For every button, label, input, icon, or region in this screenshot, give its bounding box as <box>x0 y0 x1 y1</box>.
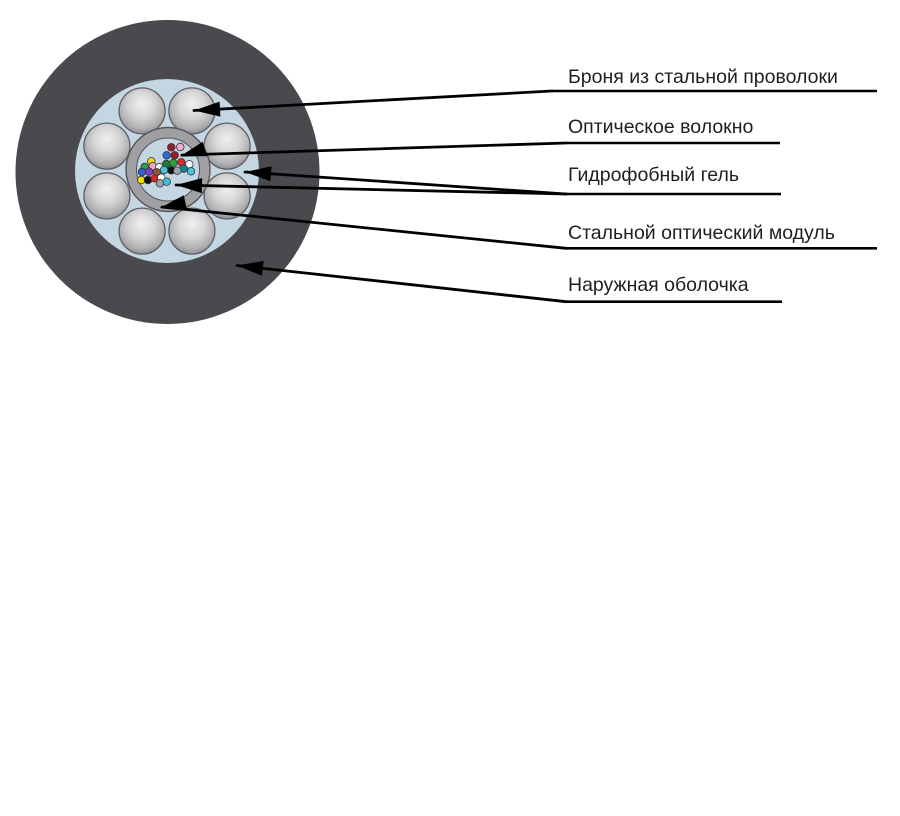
steel-wire <box>118 87 166 135</box>
steel-wire <box>168 207 216 255</box>
steel-wires <box>83 87 251 255</box>
arrowhead-armor <box>194 101 221 117</box>
fiber-dot <box>186 167 196 176</box>
steel-wire <box>118 207 166 255</box>
arrowhead-fiber <box>180 141 208 157</box>
callout-gel: Гидрофобный гель <box>174 164 781 196</box>
fiber-dot <box>167 143 176 152</box>
leader-line-sheath <box>235 264 568 304</box>
callout-module: Стальной оптический модуль <box>160 195 877 250</box>
fiber-dot <box>173 166 182 175</box>
arrowhead-gel-inner <box>176 178 203 194</box>
steel-wire <box>203 172 251 220</box>
fiber-dot <box>162 177 171 186</box>
arrowhead-module <box>160 195 187 210</box>
fiber-dot <box>162 151 171 160</box>
label-sheath: Наружная оболочка <box>568 274 749 296</box>
steel-wire <box>83 122 131 170</box>
steel-wire <box>203 122 251 170</box>
label-fiber: Оптическое волокно <box>568 116 753 138</box>
callout-sheath: Наружная оболочка <box>235 260 782 304</box>
label-gel: Гидрофобный гель <box>568 164 739 186</box>
steel-wire <box>83 172 131 220</box>
fiber-dot <box>170 151 179 160</box>
fiber-dot <box>169 158 178 168</box>
leader-line-gel-outer <box>243 170 568 196</box>
fiber-dot <box>176 142 185 152</box>
label-module: Стальной оптический модуль <box>568 222 835 244</box>
label-armor: Броня из стальной проволоки <box>568 66 838 88</box>
leader-line-gel-inner <box>174 183 568 196</box>
leader-line-fiber <box>180 141 568 157</box>
callout-armor: Броня из стальной проволоки <box>192 66 877 117</box>
arrowhead-gel-outer <box>245 166 272 182</box>
callouts: Броня из стальной проволоки Оптическое в… <box>160 66 877 304</box>
leader-line-module <box>160 205 568 250</box>
leader-line-armor <box>192 89 554 112</box>
fiber-dot <box>137 167 147 177</box>
cable-cross-section <box>15 20 320 324</box>
fiber-dot <box>144 167 154 176</box>
arrowhead-sheath <box>237 260 264 276</box>
optical-fibers <box>137 142 196 188</box>
fiber-dot <box>159 165 169 175</box>
callout-fiber: Оптическое волокно <box>180 116 780 157</box>
